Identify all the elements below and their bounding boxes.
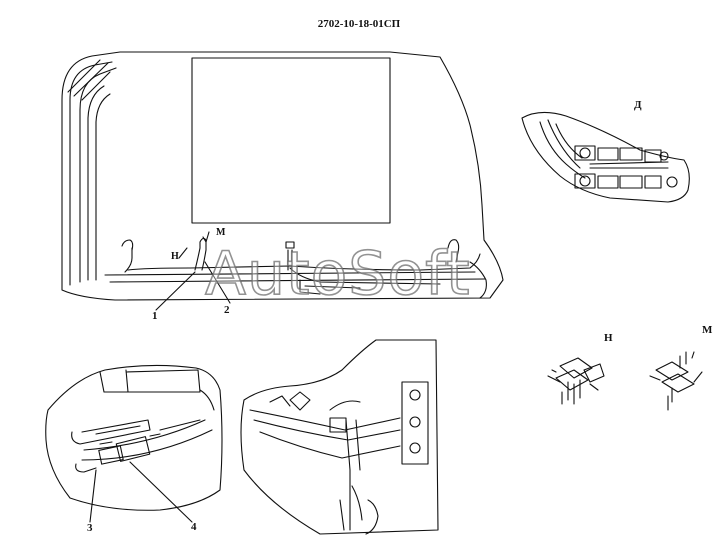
callout-4: 4 [191, 521, 197, 533]
view-d-label: Д [634, 99, 642, 111]
view-n-label: Н [604, 332, 613, 344]
callout-2: 2 [224, 304, 230, 316]
arrow-m [202, 231, 210, 243]
m-arrow-label: М [216, 227, 226, 238]
view-m-detail [649, 351, 703, 411]
callout-1: 1 [152, 310, 158, 322]
van-side-view [61, 51, 504, 311]
connector-left [121, 239, 134, 251]
detail-pillar [240, 339, 439, 535]
callout-3: 3 [87, 522, 93, 534]
n-arrow-label: Н [171, 251, 179, 262]
view-d-detail [521, 111, 690, 203]
detail-connectors-3-4 [45, 364, 223, 523]
leader-2 [204, 261, 231, 304]
terminal-block [401, 381, 429, 465]
watermark: AutoSoft [204, 239, 471, 309]
view-n-detail [547, 357, 605, 405]
view-m-label: М [702, 324, 713, 336]
leader-4 [129, 461, 193, 523]
leader-3 [89, 469, 97, 523]
arrow-n [178, 247, 188, 259]
leader-1 [155, 271, 196, 311]
drawing-title: 2702-10-18-01СП [317, 18, 401, 30]
window-panel [191, 57, 391, 224]
